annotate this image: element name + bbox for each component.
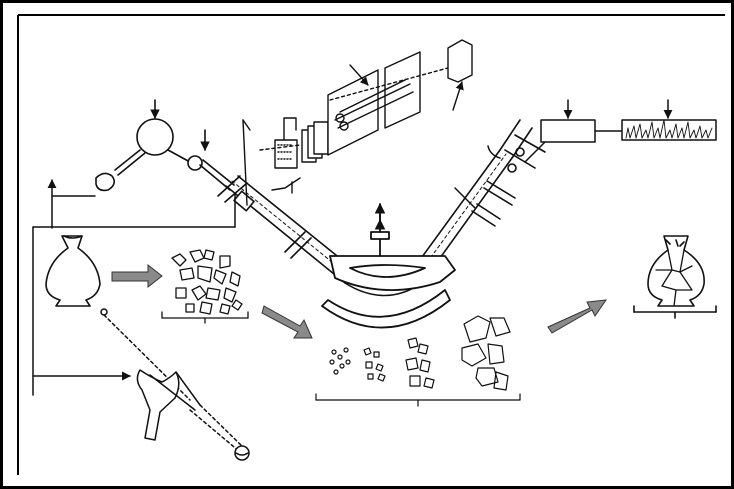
detector-box	[541, 120, 595, 142]
